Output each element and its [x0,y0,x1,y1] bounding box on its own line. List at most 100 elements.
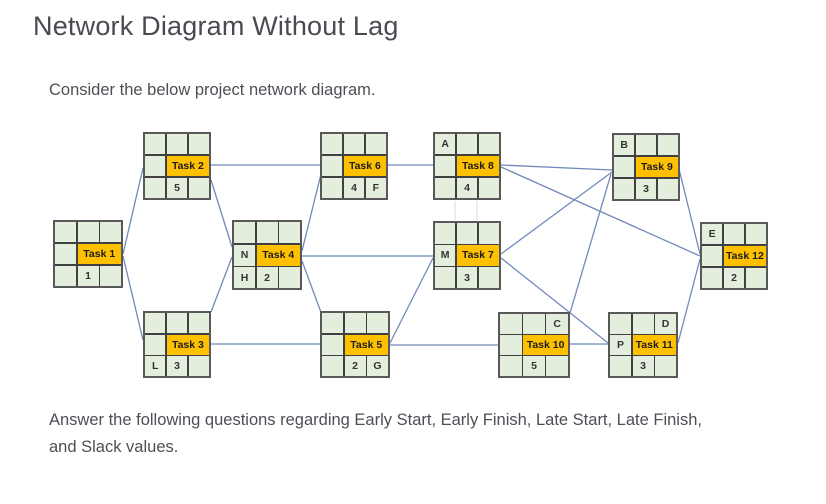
task-10-cell-br [546,356,568,376]
task-3-cell-tl [145,313,166,333]
task-5-cell-ml [322,334,343,355]
task-6-cell-ml [322,155,343,177]
task-4-cell-bl: H [234,267,255,288]
edge-line [210,256,233,313]
task-9-cell-tm [635,135,657,156]
task-12-cell-bl [702,267,723,288]
task-7-label: Task 7 [456,245,499,266]
task-10-cell-tl [500,314,522,334]
task-12-cell-br [745,267,766,288]
task-8-cell-tr [478,134,499,155]
task-4-cell-ml: N [234,244,255,266]
task-8-cell-bm: 4 [456,177,478,198]
task-3-cell-bm: 3 [166,356,188,376]
task-6-cell-br: F [365,177,386,198]
task-5-label: Task 5 [344,334,388,355]
task-11-cell-bm: 3 [632,356,654,376]
task-8-cell-br [478,177,499,198]
task-7-cell-tm [456,223,478,244]
task-1-cell-ml [55,243,76,265]
task-6-cell-bm: 4 [343,177,365,198]
task-6-label: Task 6 [343,155,386,177]
task-2-cell-ml [145,155,166,177]
task-12-cell-ml [702,245,723,267]
outro-text: Answer the following questions regarding… [49,411,702,456]
page-title: Network Diagram Without Lag [33,11,399,41]
task-5-cell-tr [367,313,388,333]
edge-line [301,173,322,252]
edge-line [500,171,613,255]
task-10-cell-tm [523,314,545,334]
task-12-cell-tm [723,224,745,245]
task-9-cell-ml [614,156,635,178]
task-2-cell-br [188,177,209,198]
task-11-cell-tm [632,314,654,334]
edge-line [122,167,144,255]
task-8-label: Task 8 [456,155,499,177]
task-7-cell-bl [435,267,456,288]
edge-line [500,164,613,171]
task-5-cell-bl [322,356,343,376]
task-6-cell-tr [365,134,386,155]
task-4-cell-bm: 2 [256,267,278,288]
task-7-cell-br [478,267,499,288]
task-1-cell-tl [55,222,76,243]
task-8-cell-tl: A [435,134,456,155]
task-7-cell-bm: 3 [456,267,478,288]
task-12-cell-tl: E [702,224,723,245]
task-9-cell-bl [614,178,635,199]
task-6-cell-tm [343,134,365,155]
task-2-cell-tm [166,134,188,155]
task-1-cell-tr [100,222,121,243]
task-4-cell-tm [256,222,278,243]
task-11-label: Task 11 [632,335,676,355]
task-11-cell-bl [610,356,631,376]
task-1-cell-br [100,265,121,286]
task-12-cell-tr [745,224,766,245]
task-12-label: Task 12 [723,245,766,267]
task-11-cell-tr: D [655,314,676,334]
task-1-label: Task 1 [77,243,121,265]
task-8-cell-bl [435,177,456,198]
edge-line [678,168,701,255]
task-2-cell-tl [145,134,166,155]
intro-text: Consider the below project network diagr… [49,81,376,99]
edge-line [569,173,612,314]
task-3-cell-br [188,356,209,376]
task-11-cell-tl [610,314,631,334]
task-11-cell-br [655,356,676,376]
task-3-cell-bl: L [145,356,166,376]
edge-line [389,257,434,344]
task-4-cell-tr [279,222,300,243]
edge-line [500,257,609,344]
task-3-label: Task 3 [166,334,209,355]
task-10-cell-bm: 5 [523,356,545,376]
task-7-cell-tl [435,223,456,244]
task-1-cell-bm: 1 [77,265,99,286]
task-8-cell-tm [456,134,478,155]
task-2-label: Task 2 [166,155,209,177]
task-4-label: Task 4 [256,244,300,266]
task-9-cell-bm: 3 [635,178,657,199]
task-10-label: Task 10 [523,335,568,355]
task-4-cell-tl [234,222,255,243]
task-5-cell-tm [344,313,366,333]
task-9-cell-br [657,178,678,199]
edge-line [301,260,323,316]
edge-line [210,179,233,248]
task-1-cell-bl [55,265,76,286]
task-8-cell-ml [435,155,456,177]
edge-line [122,255,144,341]
task-5-cell-br: G [367,356,388,376]
